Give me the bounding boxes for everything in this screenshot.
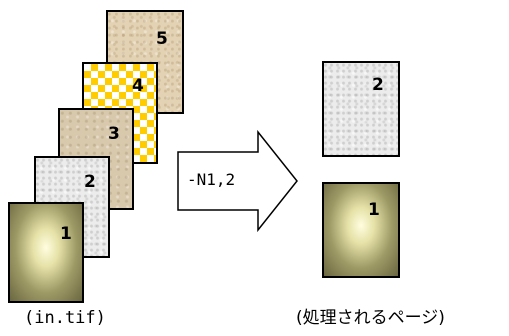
input-file-caption: (in.tif) — [24, 308, 106, 328]
arrow-option-label: -N1,2 — [187, 170, 236, 189]
right-page-2: 2 — [322, 61, 400, 157]
processed-pages-caption: (処理されるページ) — [296, 308, 445, 328]
page-number: 3 — [108, 124, 120, 144]
left-page-1: 1 — [8, 202, 84, 303]
right-page-1: 1 — [322, 182, 400, 278]
page-number: 2 — [84, 172, 96, 192]
page-number: 1 — [60, 224, 72, 244]
page-number: 1 — [368, 200, 380, 220]
right-arrow-icon — [177, 130, 298, 232]
page-number: 2 — [372, 75, 384, 95]
page-number: 4 — [132, 76, 144, 96]
page-number: 5 — [156, 29, 168, 49]
